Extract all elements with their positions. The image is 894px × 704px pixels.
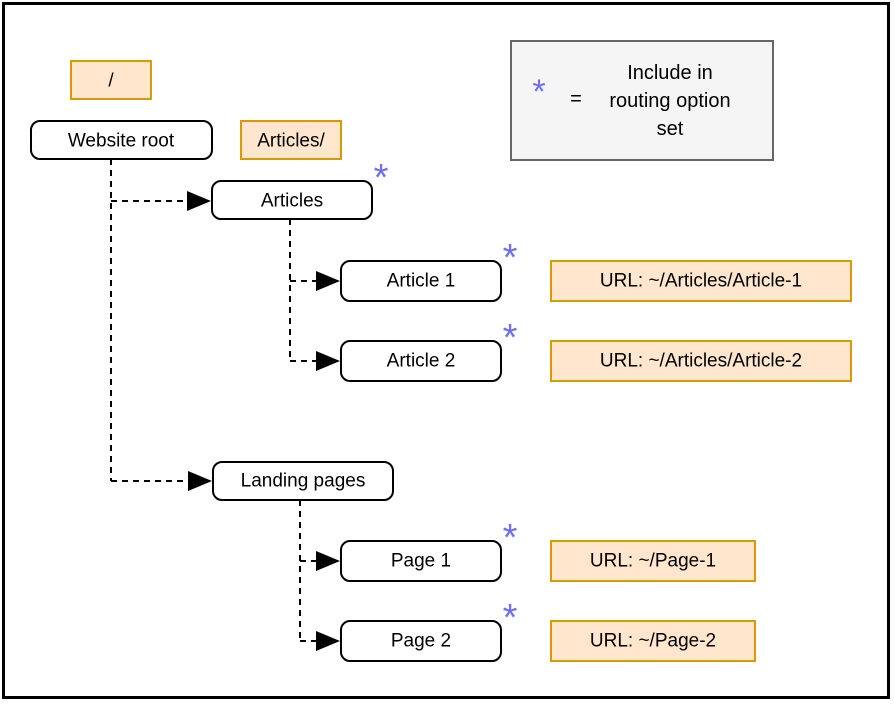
legend-asterisk-icon: * [532,73,545,111]
url-article-1-label: URL: ~/Articles/Article-1 [600,271,802,292]
routing-asterisk-articles: * [374,157,389,199]
url-article-1-box [550,260,852,302]
url-article-2-box [550,340,852,382]
website-root-node [30,120,213,160]
page-2-node [340,620,502,662]
url-page-2-label: URL: ~/Page-2 [590,631,716,652]
url-page-1-label: URL: ~/Page-1 [590,551,716,572]
articles-path-tag-box [240,120,342,160]
routing-asterisks: * * * * * [374,157,518,639]
routing-asterisk-page-1: * [503,517,518,559]
articles-node [211,180,373,220]
landing-pages-node [212,461,394,501]
legend-equals: = [570,88,582,110]
routing-asterisk-page-2: * [503,597,518,639]
connectors [110,159,340,651]
legend-text-line-1: Include in [627,62,713,84]
url-page-2-box [550,620,756,662]
root-path-tag-box [70,60,152,100]
path-tags: / Articles/ [70,60,342,160]
legend-text-line-3: set [657,118,684,140]
legend-box [510,40,774,161]
root-path-tag-label: / [108,71,114,92]
page-1-label: Page 1 [391,551,451,572]
website-root-label: Website root [68,131,175,152]
page-2-label: Page 2 [391,631,451,652]
legend: * = Include in routing option set [510,40,774,161]
article-1-label: Article 1 [387,271,456,292]
article-1-node [340,260,502,302]
articles-label: Articles [261,191,323,212]
legend-text-line-2: routing option [609,90,730,112]
url-page-1-box [550,540,756,582]
page-1-node [340,540,502,582]
routing-asterisk-article-2: * [503,317,518,359]
url-article-2-label: URL: ~/Articles/Article-2 [600,351,802,372]
landing-pages-label: Landing pages [241,471,366,492]
routing-asterisk-article-1: * [503,237,518,279]
url-boxes: URL: ~/Articles/Article-1 URL: ~/Article… [550,260,852,662]
tree-nodes: Website root Articles Article 1 Article … [30,120,502,662]
articles-path-tag-label: Articles/ [257,131,325,152]
article-2-label: Article 2 [387,351,456,372]
article-2-node [340,340,502,382]
